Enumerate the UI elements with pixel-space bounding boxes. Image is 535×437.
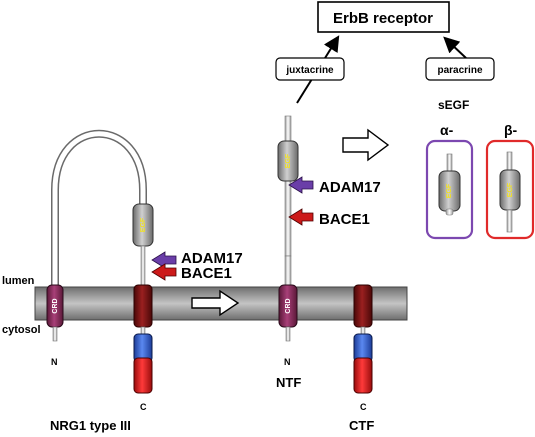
ntf-fragment: EGF CRD N NTF — [276, 115, 301, 390]
ctf-label: CTF — [349, 418, 374, 433]
cytoplasmic-red-segment-ctf — [353, 357, 373, 394]
adam17-arrow-nrg1 — [151, 251, 177, 269]
c-terminus-nrg1: C — [140, 402, 147, 412]
adam17-label-nrg1: ADAM17 — [181, 250, 243, 267]
enzyme-arrows-nrg1: ADAM17 BACE1 — [151, 250, 243, 282]
alpha-segf-label: α- — [440, 122, 454, 138]
nrg1-type-iii-label: NRG1 type III — [50, 418, 131, 433]
cytosol-label: cytosol — [2, 324, 41, 336]
paracrine-box — [425, 57, 495, 81]
c-terminus-ctf: C — [360, 402, 367, 412]
egf-domain-ntf: EGF — [277, 140, 299, 182]
n-terminus-nrg1: N — [51, 357, 58, 367]
bace1-arrow-ntf — [288, 208, 314, 226]
segf-label: sEGF — [438, 98, 469, 112]
bace1-label-ntf: BACE1 — [319, 211, 370, 228]
cytoplasmic-red-segment-nrg1 — [133, 357, 153, 394]
nrg1-type-iii-protein: CRD N EGF C — [46, 129, 154, 412]
beta-segf-molecule: EGF — [499, 151, 521, 233]
erbb-receptor-box — [317, 1, 450, 33]
bace1-label-nrg1: BACE1 — [181, 265, 232, 282]
erbb-receptor-label: ErbB receptor — [333, 10, 433, 27]
n-terminus-ntf: N — [284, 357, 291, 367]
adam17-label-ntf: ADAM17 — [319, 179, 381, 196]
paracrine-label: paracrine — [437, 65, 482, 76]
ctf-fragment: C CTF — [349, 284, 374, 433]
release-arrow — [342, 128, 390, 162]
juxtacrine-box — [275, 57, 345, 81]
adam17-arrow-ntf — [288, 176, 314, 194]
juxtacrine-label: juxtacrine — [285, 65, 334, 76]
alpha-segf-molecule: EGF — [438, 153, 461, 216]
transmembrane-domain-nrg1 — [133, 284, 153, 328]
bace1-arrow-nrg1 — [151, 263, 177, 281]
crd-domain-nrg1: CRD — [46, 284, 64, 328]
ntf-label: NTF — [276, 375, 301, 390]
egf-label-beta: EGF — [507, 182, 514, 197]
enzyme-arrows-ntf: ADAM17 BACE1 — [288, 176, 381, 228]
lumen-label: lumen — [2, 275, 35, 287]
crd-label-nrg1: CRD — [52, 298, 59, 313]
egf-label-alpha: EGF — [446, 183, 453, 198]
paracrine-arrow — [443, 36, 467, 59]
egf-label-nrg1: EGF — [140, 217, 147, 232]
crd-domain-ntf: CRD — [278, 284, 298, 328]
crd-label-ntf: CRD — [285, 298, 292, 313]
transmembrane-domain-ctf — [353, 284, 373, 328]
egf-label-ntf: EGF — [285, 153, 292, 168]
beta-segf-label: β- — [504, 122, 518, 138]
cleavage-process-arrow — [191, 289, 240, 317]
egf-domain-nrg1: EGF — [132, 203, 154, 247]
